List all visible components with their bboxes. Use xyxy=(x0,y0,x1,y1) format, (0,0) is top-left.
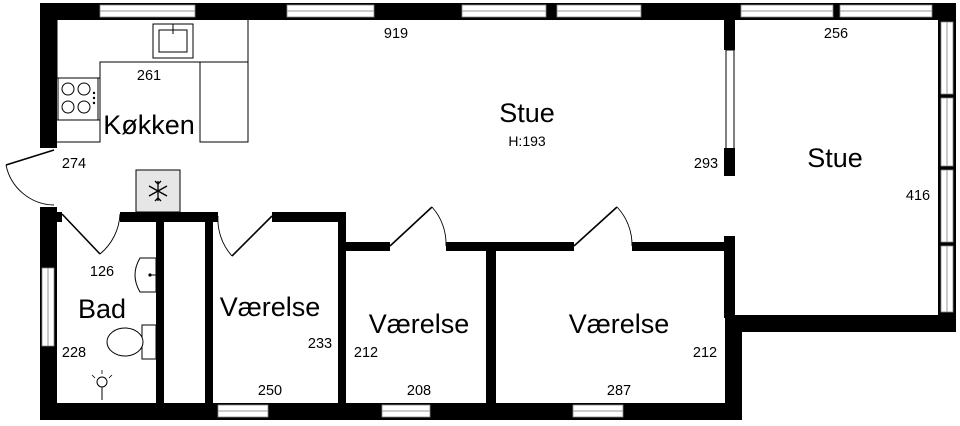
dim-bath-width: 126 xyxy=(90,264,114,280)
dim-bedroom-2-height: 212 xyxy=(354,345,378,361)
fridge-icon xyxy=(135,169,181,213)
room-label-bath: Bad xyxy=(78,294,126,324)
room-label-bedroom-1: Værelse xyxy=(220,292,321,322)
ceiling-height-label: H:193 xyxy=(508,133,546,149)
dim-top-right: 256 xyxy=(824,26,848,42)
dim-entry: 274 xyxy=(62,156,86,172)
windows xyxy=(41,4,954,418)
dim-bath-height: 228 xyxy=(62,345,86,361)
toilet-icon xyxy=(106,324,157,360)
interior-walls xyxy=(57,20,735,404)
room-label-bedroom-3: Værelse xyxy=(569,309,670,339)
room-label-living-main: Stue xyxy=(499,98,555,128)
washbasin-icon xyxy=(134,257,157,293)
dim-bedroom-2-width: 208 xyxy=(407,383,431,399)
dim-right-side: 416 xyxy=(906,188,930,204)
dim-divider: 293 xyxy=(694,156,718,172)
room-label-bedroom-2: Værelse xyxy=(369,309,470,339)
dim-top-main: 919 xyxy=(384,26,408,42)
room-label-kitchen: Køkken xyxy=(103,110,195,140)
dim-bedroom-1-width: 250 xyxy=(258,383,282,399)
dim-bedroom-3-width: 287 xyxy=(607,383,631,399)
dim-bedroom-3-height: 212 xyxy=(693,345,717,361)
stove-icon xyxy=(57,77,99,121)
doors xyxy=(5,149,633,257)
room-label-living-side: Stue xyxy=(807,143,863,173)
floor-drain-icon xyxy=(91,370,113,400)
dim-kitchen-counter: 261 xyxy=(137,68,161,84)
dim-bedroom-1-height: 233 xyxy=(308,336,332,352)
sink-icon xyxy=(152,23,194,59)
